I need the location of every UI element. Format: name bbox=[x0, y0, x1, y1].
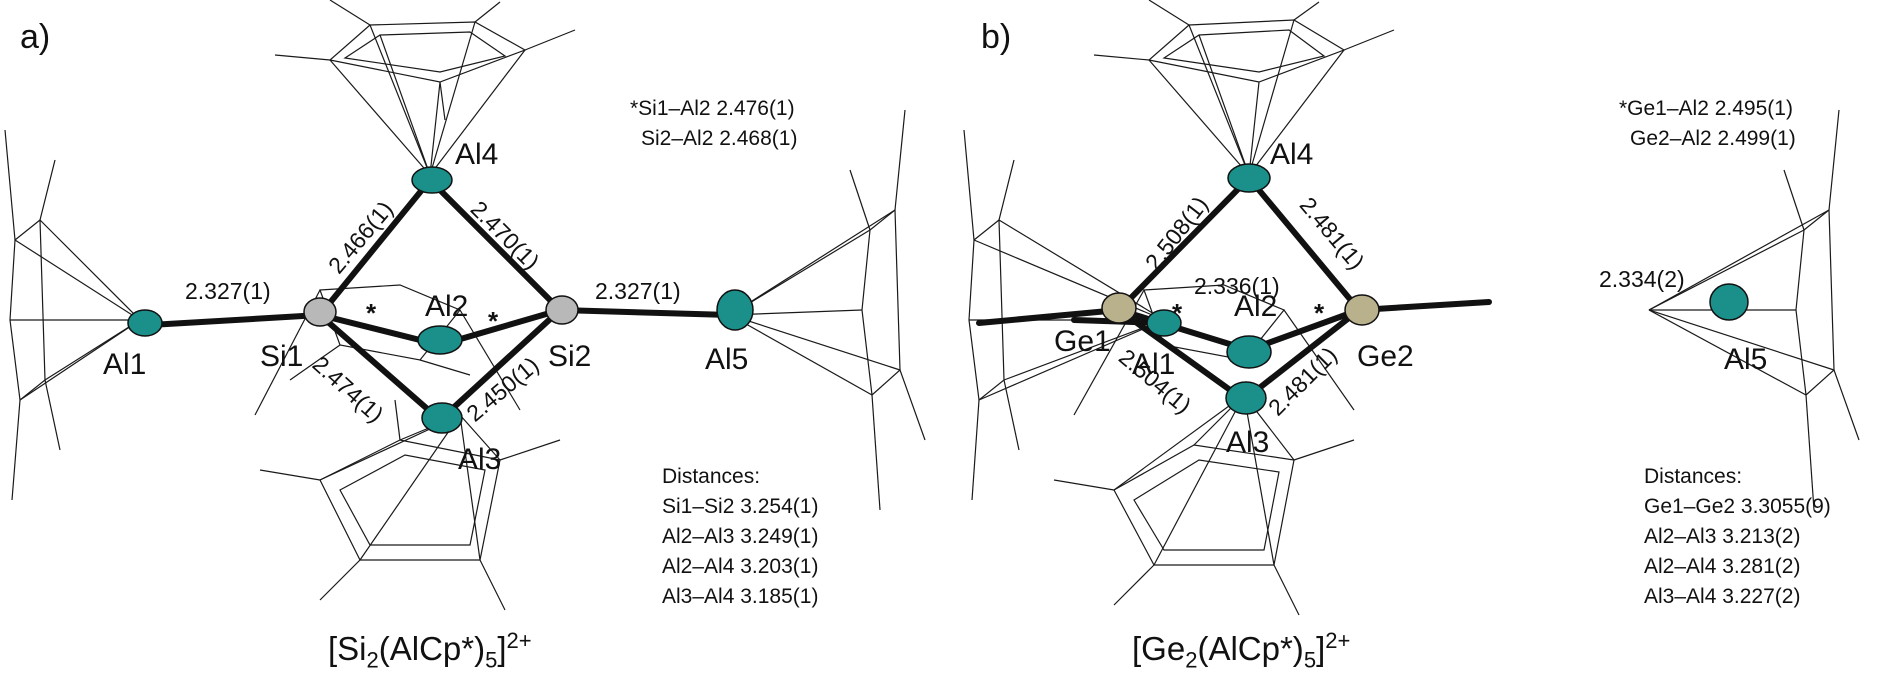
star-marker-si1-al2: * bbox=[366, 298, 377, 328]
atom-label-al4: Al4 bbox=[455, 138, 499, 171]
star-notes: *Si1–Al2 2.476(1) Si2–Al2 2.468(1) bbox=[630, 94, 797, 154]
atom-al5 bbox=[716, 289, 754, 331]
atom-al2 bbox=[1226, 335, 1272, 369]
distances-title: Distances: bbox=[662, 465, 761, 488]
distance-line: Si1–Si2 3.254(1) bbox=[662, 495, 819, 518]
star-marker-ge1-al2: * bbox=[1172, 298, 1183, 328]
star-notes: *Ge1–Al2 2.495(1) Ge2–Al2 2.499(1) bbox=[1619, 94, 1796, 154]
distance-line: Al2–Al3 3.213(2) bbox=[1644, 525, 1801, 548]
atom-al1 bbox=[127, 309, 163, 337]
atom-al3 bbox=[1225, 381, 1267, 415]
atom-label-al4: Al4 bbox=[1270, 138, 1314, 171]
distances-block: Distances: Si1–Si2 3.254(1) Al2–Al3 3.24… bbox=[662, 462, 818, 612]
distances-title: Distances: bbox=[1644, 465, 1743, 488]
atom-label-al5: Al5 bbox=[1724, 343, 1768, 376]
panel-letter-b: b) bbox=[981, 18, 1012, 56]
atom-label-al5: Al5 bbox=[705, 343, 749, 376]
panel-a: a) Al1 Si1 Si2 Al4 Al2 Al3 Al5 2.327(1) … bbox=[0, 0, 943, 675]
atom-label-al1: Al1 bbox=[103, 348, 147, 381]
formula-ge: [Ge2(AlCp*)5]2+ bbox=[1132, 628, 1351, 673]
star-marker-ge2-al2: * bbox=[1314, 298, 1325, 328]
distance-line: Al2–Al4 3.281(2) bbox=[1644, 555, 1801, 578]
atom-al3 bbox=[421, 402, 463, 434]
atom-label-ge1: Ge1 bbox=[1054, 325, 1111, 358]
atom-ge1 bbox=[1101, 292, 1137, 324]
atom-label-al2: Al2 bbox=[425, 290, 469, 323]
distance-line: Al3–Al4 3.185(1) bbox=[662, 585, 819, 608]
molecule-structure-si bbox=[4, 0, 926, 611]
star-note-line: *Si1–Al2 2.476(1) bbox=[630, 97, 795, 120]
atom-label-ge2: Ge2 bbox=[1357, 340, 1414, 373]
atom-ge2 bbox=[1344, 294, 1380, 326]
distance-line: Ge1–Ge2 3.3055(9) bbox=[1644, 495, 1831, 518]
star-note-line: *Ge1–Al2 2.495(1) bbox=[1619, 97, 1793, 120]
distances-block: Distances: Ge1–Ge2 3.3055(9) Al2–Al3 3.2… bbox=[1644, 462, 1831, 612]
atom-al4 bbox=[1227, 163, 1271, 193]
atoms bbox=[127, 166, 754, 434]
atom-label-al3: Al3 bbox=[458, 443, 502, 476]
distance-line: Al2–Al4 3.203(1) bbox=[662, 555, 819, 578]
bond-label-ge2-al5: 2.334(2) bbox=[1599, 266, 1685, 292]
atom-label-si1: Si1 bbox=[260, 340, 304, 373]
distance-line: Al2–Al3 3.249(1) bbox=[662, 525, 819, 548]
atom-al1 bbox=[1146, 309, 1182, 337]
atom-si1 bbox=[303, 297, 337, 327]
atom-al4 bbox=[411, 166, 453, 194]
bonds bbox=[147, 177, 733, 423]
molecule-structure-ge bbox=[963, 0, 1860, 616]
atom-al5 bbox=[1709, 283, 1749, 321]
atom-label-al3: Al3 bbox=[1226, 426, 1270, 459]
star-note-line: Ge2–Al2 2.499(1) bbox=[1630, 127, 1796, 150]
atom-al2 bbox=[417, 325, 463, 355]
bond-label-ge1-al1: 2.336(1) bbox=[1194, 273, 1280, 299]
atom-label-al2: Al2 bbox=[1234, 290, 1278, 323]
distance-line: Al3–Al4 3.227(2) bbox=[1644, 585, 1801, 608]
formula-si: [Si2(AlCp*)5]2+ bbox=[328, 628, 532, 673]
star-marker-si2-al2: * bbox=[488, 306, 499, 336]
cp-star-ligands bbox=[4, 0, 926, 611]
bond-label-si1-al1: 2.327(1) bbox=[185, 278, 271, 304]
panel-letter-a: a) bbox=[20, 18, 51, 56]
star-note-line: Si2–Al2 2.468(1) bbox=[641, 127, 798, 150]
bond-label-si2-al5: 2.327(1) bbox=[595, 278, 681, 304]
atom-si2 bbox=[545, 295, 579, 325]
atom-label-al1: Al1 bbox=[1132, 348, 1176, 381]
atoms bbox=[1101, 163, 1749, 415]
panel-b: b) Al1 Ge1 Ge2 Al4 Al2 Al3 Al5 2.336(1) … bbox=[944, 0, 1887, 675]
atom-label-si2: Si2 bbox=[548, 340, 592, 373]
